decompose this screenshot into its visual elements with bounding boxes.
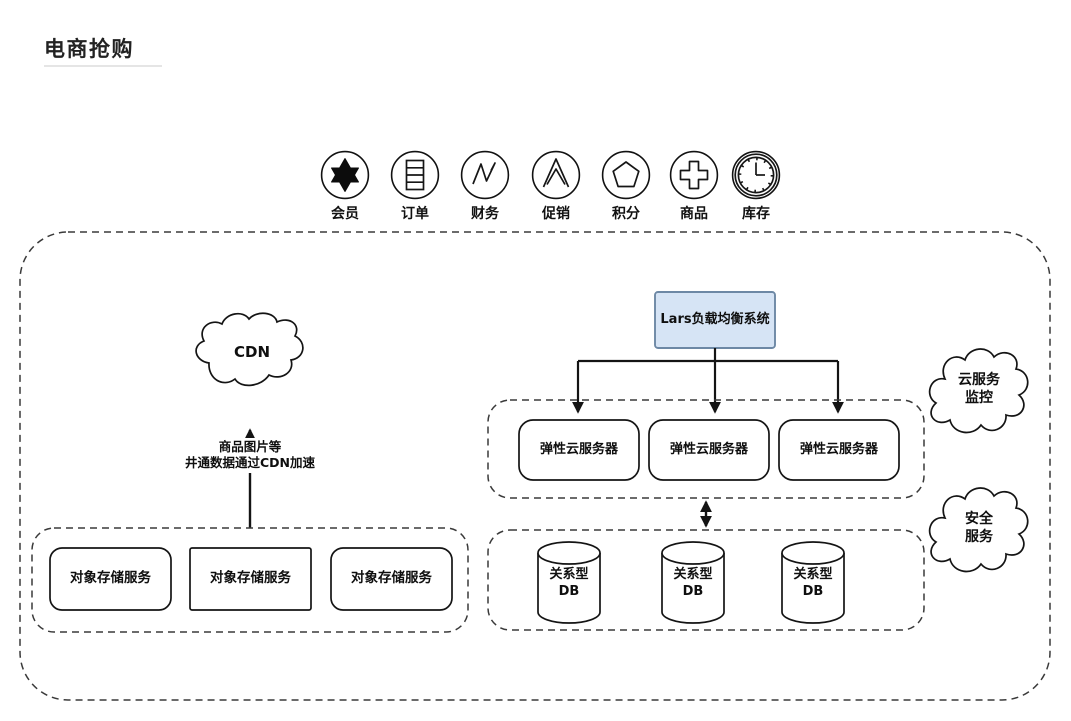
- icon-item-promotion: 促销: [518, 150, 594, 223]
- icon-label: 积分: [612, 206, 640, 222]
- icon-item-inventory: 库存: [718, 150, 794, 223]
- database-label-line2: DB: [802, 583, 824, 599]
- server-label: 弹性云服务器: [539, 441, 618, 457]
- icon-label: 会员: [331, 206, 359, 222]
- page-title: 电商抢购: [44, 37, 134, 61]
- server-node: [518, 419, 640, 481]
- database-label-line2: DB: [682, 583, 704, 599]
- plus-icon: [669, 150, 719, 200]
- cdn-note: 商品图片等 井通数据通过CDN加速: [162, 438, 338, 473]
- icon-label: 促销: [542, 206, 570, 222]
- load-balancer-label: Lars负载均衡系统: [660, 311, 770, 327]
- database-cylinder: [661, 541, 725, 624]
- database-label: 关系型 DB: [651, 567, 735, 601]
- storage-node: [330, 547, 453, 611]
- platform-boundary: [19, 231, 1051, 701]
- peak-arrow-icon: [531, 150, 581, 200]
- icon-item-order: 订单: [377, 150, 453, 223]
- server-label: 弹性云服务器: [669, 441, 748, 457]
- security-cloud-line1: 安全: [965, 511, 993, 527]
- storage-label: 对象存储服务: [210, 570, 291, 587]
- storage-node: [189, 547, 312, 611]
- monitoring-cloud: [928, 348, 1029, 434]
- server-node: [778, 419, 900, 481]
- database-label: 关系型 DB: [527, 567, 611, 601]
- cdn-label: CDN: [233, 343, 270, 362]
- storage-node: [49, 547, 172, 611]
- database-cylinder: [781, 541, 845, 624]
- database-label-line2: DB: [558, 583, 580, 599]
- title-underline: [44, 65, 162, 67]
- icon-label: 商品: [680, 206, 708, 222]
- monitoring-cloud-line2: 监控: [965, 390, 993, 407]
- server-node: [648, 419, 770, 481]
- icon-item-points: 积分: [588, 150, 664, 223]
- monitoring-cloud-label: 云服务 监控: [937, 371, 1021, 407]
- server-label: 弹性云服务器: [799, 441, 878, 457]
- branch-line: [578, 348, 838, 363]
- star-icon: [320, 150, 370, 200]
- cdn-note-line2: 井通数据通过CDN加速: [184, 455, 315, 471]
- icon-item-member: 会员: [307, 150, 383, 223]
- database-label-line1: 关系型: [793, 567, 833, 582]
- database-label: 关系型 DB: [771, 567, 855, 601]
- icon-label: 订单: [401, 206, 429, 222]
- database-cylinder: [537, 541, 601, 624]
- monitoring-cloud-line1: 云服务: [958, 372, 1000, 388]
- database-label-line1: 关系型: [549, 567, 589, 582]
- icon-label: 库存: [742, 206, 770, 222]
- db-cluster-boundary: [487, 529, 925, 631]
- icon-item-product: 商品: [656, 150, 732, 223]
- clock-icon: [731, 150, 781, 200]
- cdn-cloud: [195, 312, 304, 387]
- icon-item-finance: 财务: [447, 150, 523, 223]
- server-cluster-boundary: [487, 399, 925, 499]
- list-icon: [390, 150, 440, 200]
- database-label-line1: 关系型: [673, 567, 713, 582]
- storage-cluster-boundary: [31, 527, 469, 633]
- security-cloud-label: 安全 服务: [937, 510, 1021, 546]
- security-cloud-line2: 服务: [965, 529, 993, 546]
- zigzag-chart-icon: [460, 150, 510, 200]
- pentagon-icon: [601, 150, 651, 200]
- cdn-note-line1: 商品图片等: [218, 439, 282, 454]
- storage-label: 对象存储服务: [70, 570, 151, 587]
- icon-label: 财务: [471, 206, 499, 222]
- storage-label: 对象存储服务: [351, 570, 432, 587]
